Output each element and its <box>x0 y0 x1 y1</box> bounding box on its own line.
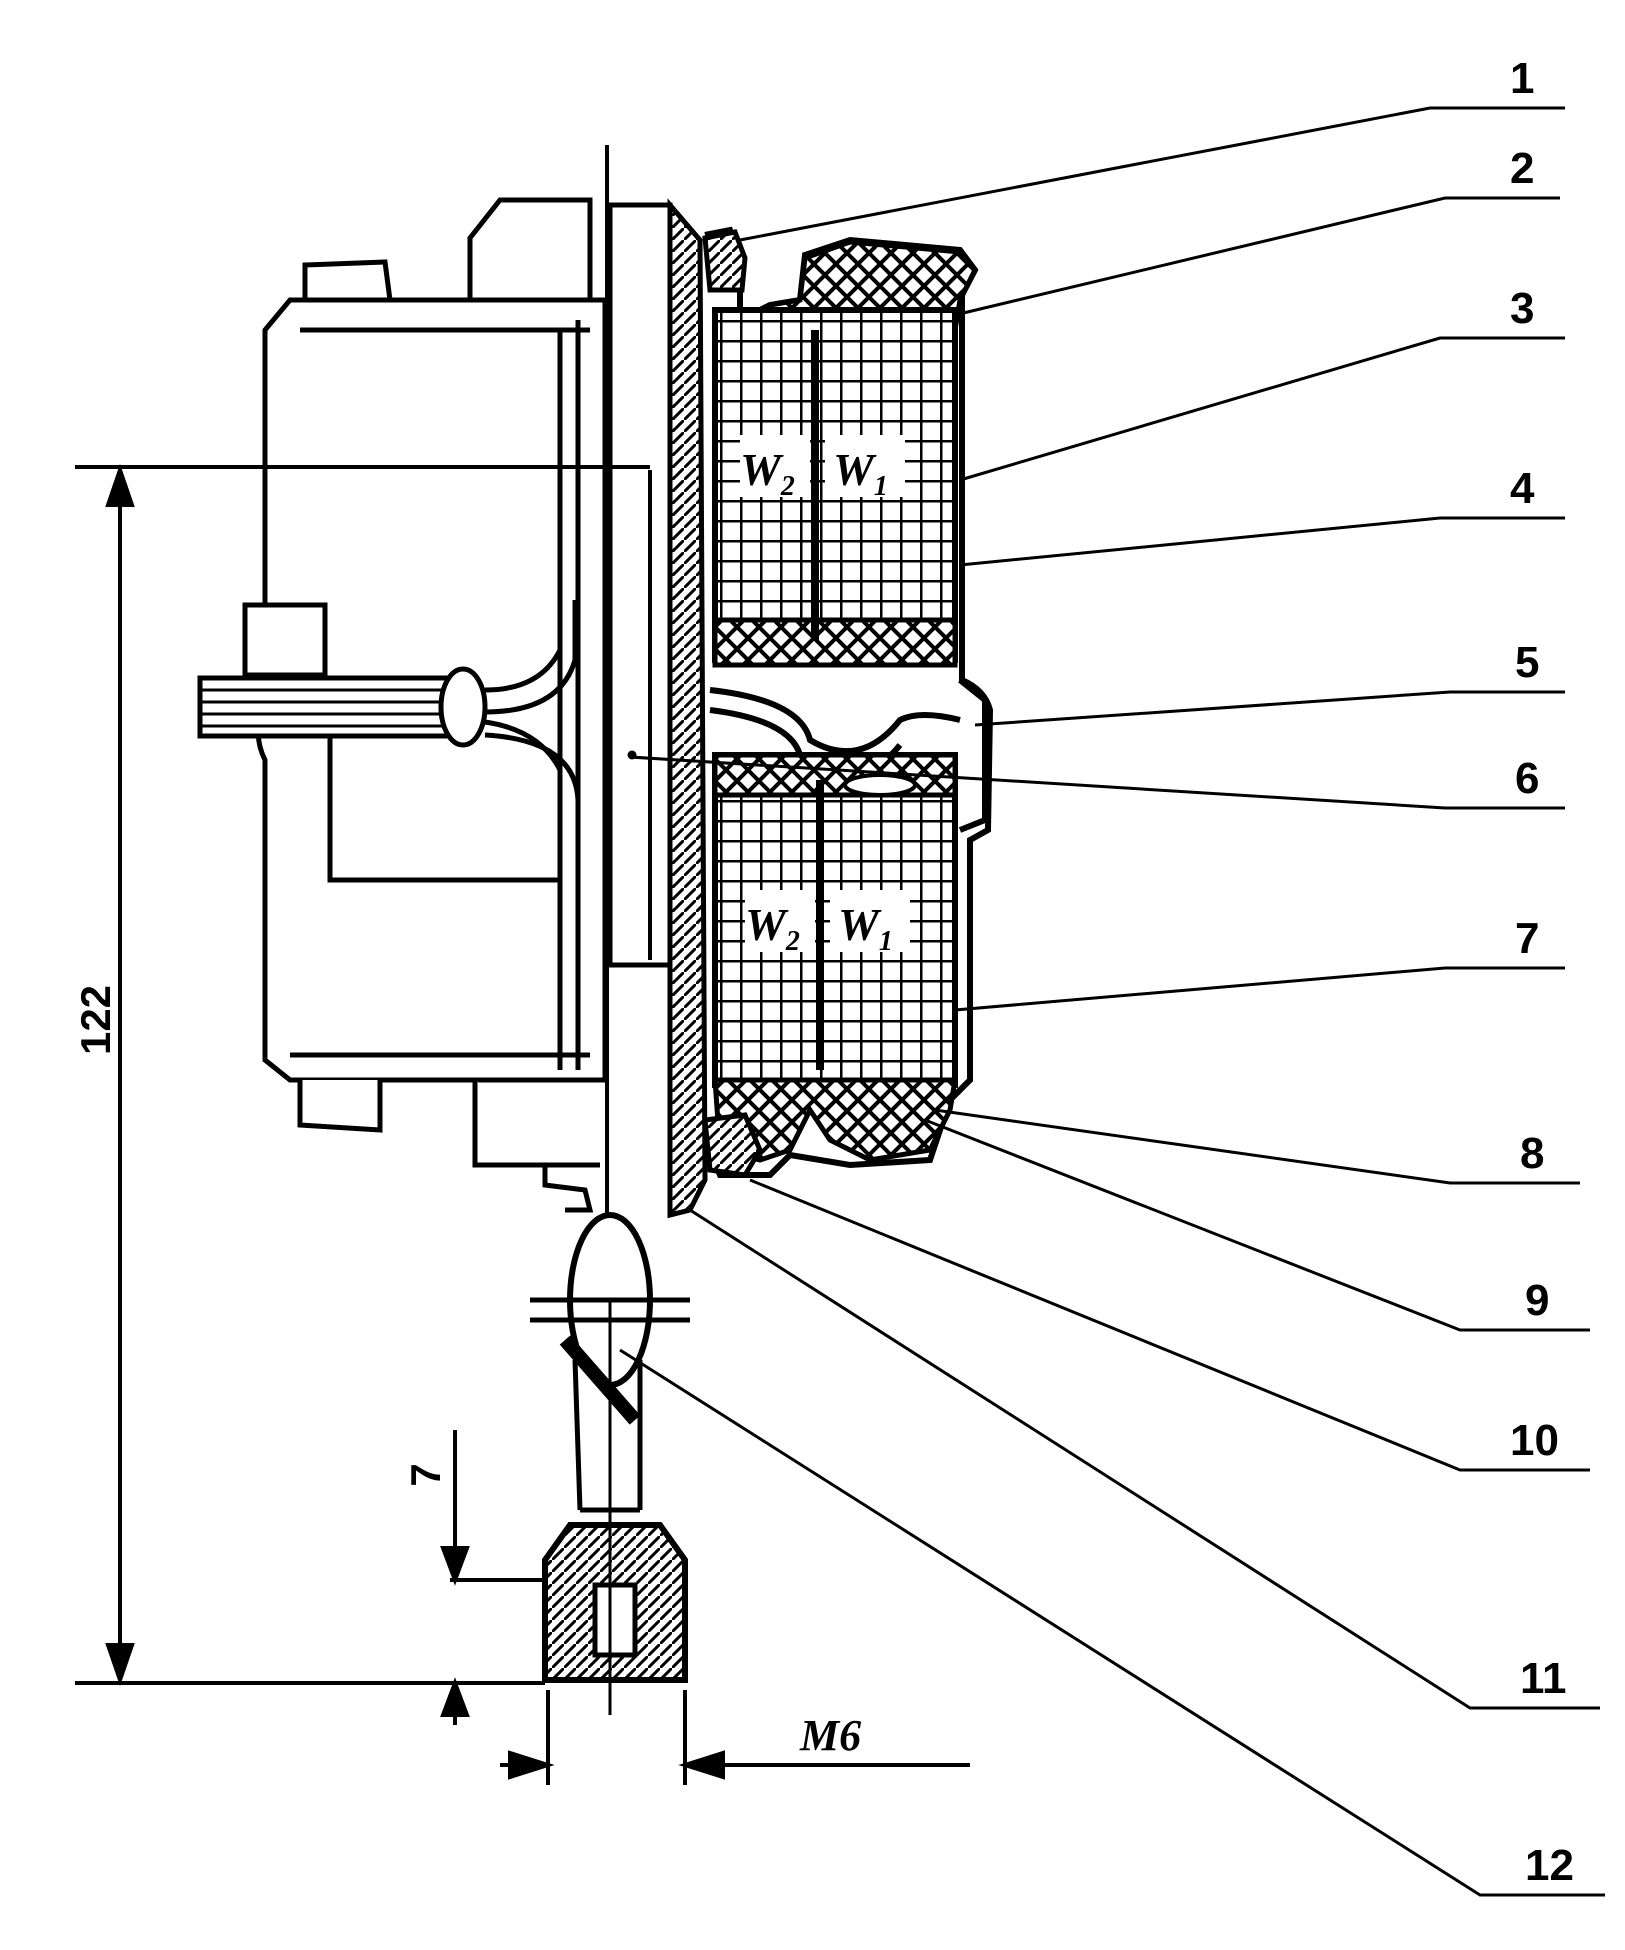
callout-2: 2 <box>1510 144 1534 193</box>
coil-label-w2-lower: W2 <box>745 899 800 957</box>
coil-label-w1-upper: W1 <box>833 444 888 502</box>
callout-7: 7 <box>1515 914 1539 963</box>
stem-assembly <box>530 1165 690 1715</box>
leader-lines <box>619 106 1605 1897</box>
coil-lower <box>712 752 958 1088</box>
coil-labels: W2 W1 W2 W1 <box>740 444 893 957</box>
callout-10: 10 <box>1510 1416 1559 1465</box>
central-shaft <box>605 145 673 1360</box>
dimension-7-label: 7 <box>402 1463 449 1486</box>
callout-9: 9 <box>1525 1276 1549 1325</box>
callout-1: 1 <box>1510 54 1534 103</box>
coil-label-w1-lower: W1 <box>838 899 893 957</box>
flange <box>667 198 708 1219</box>
coil-bottom-cap <box>702 1077 958 1178</box>
coil-upper <box>712 307 958 668</box>
cable-harness <box>197 600 581 1000</box>
coil-label-w2-upper: W2 <box>740 444 795 502</box>
callout-3: 3 <box>1510 284 1534 333</box>
callout-numbers: 1 2 3 4 5 6 7 8 9 10 11 12 <box>1510 54 1574 1890</box>
callout-4: 4 <box>1510 464 1535 513</box>
dimension-m6-label: M6 <box>799 1711 861 1760</box>
callout-12: 12 <box>1525 1841 1574 1890</box>
callout-11: 11 <box>1520 1654 1567 1703</box>
callout-8: 8 <box>1520 1129 1544 1178</box>
dimension-m6 <box>500 1690 970 1785</box>
callout-5: 5 <box>1515 638 1539 687</box>
dimension-122-label: 122 <box>72 985 119 1055</box>
dimension-122 <box>75 463 650 1687</box>
dimension-7 <box>440 1430 545 1725</box>
callout-6: 6 <box>1515 754 1539 803</box>
